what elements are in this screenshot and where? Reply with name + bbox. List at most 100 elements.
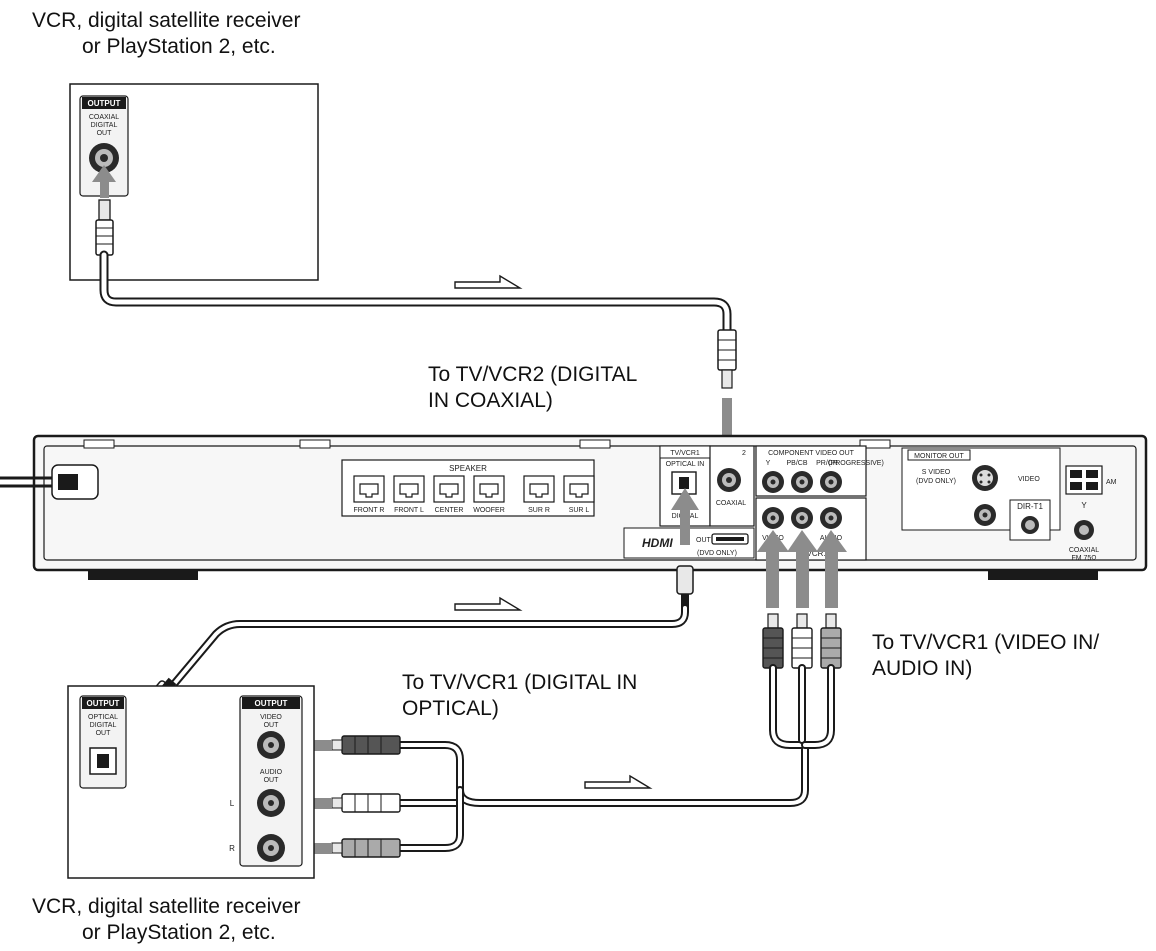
- tv-vcr2-label: 2: [742, 450, 746, 457]
- bottom-output-right-label: OUTPUT: [255, 699, 288, 708]
- coaxial-in-section: 2 COAXIAL: [709, 445, 755, 527]
- coaxial-in-jack: [717, 468, 741, 492]
- speaker-port-label: CENTER: [435, 507, 464, 514]
- av-plugs-main: [762, 613, 842, 669]
- tv-vcr1-label: TV/VCR1: [670, 450, 700, 457]
- audio-out-label-1: AUDIO: [260, 769, 283, 776]
- hdmi-logo: HDMI: [642, 536, 673, 550]
- top-jack-label-2: DIGITAL: [91, 122, 118, 129]
- coaxial-label: COAXIAL: [716, 500, 746, 507]
- av-plug-video: [762, 613, 784, 669]
- channel-l-label: L: [230, 799, 235, 808]
- coaxial-callout-line-2: IN COAXIAL): [428, 389, 553, 412]
- progressive-label: (PROGRESSIVE): [828, 460, 884, 467]
- top-device-caption-line-2: or PlayStation 2, etc.: [82, 35, 276, 58]
- component-jack-pr: [820, 471, 842, 493]
- optical-label-2: DIGITAL: [90, 722, 117, 729]
- device-plug-audio-r: [331, 838, 401, 858]
- av-plugs-device: [331, 735, 401, 858]
- top-rca-plug: [95, 199, 114, 256]
- monitor-video-label: VIDEO: [1018, 476, 1040, 483]
- video-audio-callout-line-1: To TV/VCR1 (VIDEO IN/: [872, 631, 1100, 654]
- hdmi-out-label: OUT: [696, 537, 712, 544]
- bottom-device-caption: VCR, digital satellite receiver or PlayS…: [32, 894, 300, 946]
- component-pr-label: PR/CR: [816, 460, 838, 467]
- optical-in-section: TV/VCR1 OPTICAL IN DIGITAL: [659, 445, 711, 527]
- speaker-port-label: SUR L: [569, 507, 590, 514]
- speaker-terminals: SPEAKER FRONT R FRONT L CENTER WOOFER SUR R S…: [341, 459, 595, 517]
- speaker-port-label: SUR R: [528, 507, 550, 514]
- bottom-device-caption-line-1: VCR, digital satellite receiver: [32, 895, 301, 918]
- optical-callout-line-2: OPTICAL): [402, 697, 499, 720]
- s-video-label-2: (DVD ONLY): [916, 478, 956, 485]
- top-output-label: OUTPUT: [88, 99, 121, 108]
- arrow-into-optical-in: [671, 488, 699, 545]
- optical-callout: To TV/VCR1 (DIGITAL IN OPTICAL): [402, 670, 637, 722]
- optical-label-1: OPTICAL: [88, 714, 118, 721]
- speaker-port-sur-l: SUR L: [563, 475, 595, 514]
- monitor-video-jack: [974, 504, 996, 526]
- audio-in-l-jack: [791, 507, 813, 529]
- bottom-av-plate: [239, 695, 303, 867]
- audio-in-r-jack: [820, 507, 842, 529]
- top-device-caption-line-1: VCR, digital satellite receiver: [32, 9, 301, 32]
- audio-out-r-jack: [257, 834, 285, 862]
- top-jack-label-3: OUT: [97, 130, 113, 137]
- fm-coaxial-jack: [1074, 520, 1094, 540]
- component-jack-y: [762, 471, 784, 493]
- av-arrows-up: [757, 530, 847, 608]
- speaker-port-woofer: WOOFER: [473, 475, 505, 514]
- bottom-device: OUTPUT OPTICAL DIGITAL OUT OUTPUT VIDEO …: [67, 685, 315, 879]
- audio-out-l-jack: [257, 789, 285, 817]
- speaker-port-label: FRONT L: [394, 507, 424, 514]
- speaker-port-label: WOOFER: [473, 507, 505, 514]
- speaker-label: SPEAKER: [449, 464, 487, 473]
- speaker-port-center: CENTER: [433, 475, 465, 514]
- arrow-into-coaxial-out: [92, 165, 116, 198]
- component-pb-label: PB/CB: [786, 460, 807, 467]
- component-label: COMPONENT VIDEO OUT: [768, 450, 855, 457]
- s-video-jack: [972, 465, 998, 491]
- video-in-jack: [762, 507, 784, 529]
- coaxial-callout-line-1: To TV/VCR2 (DIGITAL: [428, 363, 638, 386]
- antenna-icon: Y: [1081, 501, 1087, 510]
- video-audio-callout-line-2: AUDIO IN): [872, 657, 973, 680]
- coaxial-callout: To TV/VCR2 (DIGITAL IN COAXIAL): [428, 362, 637, 414]
- hdmi-sub-label: (DVD ONLY): [697, 550, 737, 557]
- audio-out-label-2: OUT: [264, 777, 280, 784]
- top-jack-label-1: COAXIAL: [89, 114, 119, 121]
- power-cord: [0, 464, 99, 500]
- bottom-device-caption-line-2: or PlayStation 2, etc.: [82, 921, 276, 944]
- optical-in-label: OPTICAL IN: [666, 461, 705, 468]
- component-video-out: COMPONENT VIDEO OUT Y PB/CB PR/CR (PROGR…: [755, 445, 884, 497]
- speaker-port-front-l: FRONT L: [393, 475, 425, 514]
- optical-plug-main: [676, 565, 694, 608]
- video-audio-callout: To TV/VCR1 (VIDEO IN/ AUDIO IN): [872, 630, 1099, 682]
- monitor-out-label: MONITOR OUT: [914, 453, 964, 460]
- flow-arrow-coaxial: [454, 274, 523, 289]
- device-plug-audio-l: [331, 793, 401, 813]
- optical-label-3: OUT: [96, 730, 112, 737]
- s-video-label-1: S VIDEO: [922, 469, 951, 476]
- bottom-output-left-label: OUTPUT: [87, 699, 120, 708]
- av-cable: [396, 664, 835, 852]
- monitor-out: MONITOR OUT S VIDEO (DVD ONLY) VIDEO DIR…: [901, 447, 1061, 541]
- speaker-port-sur-r: SUR R: [523, 475, 555, 514]
- antenna-section: AM Y COAXIAL FM 75Ω: [1065, 465, 1117, 562]
- video-out-label-2: OUT: [264, 722, 280, 729]
- dir-t1-label: DIR-T1: [1017, 502, 1043, 511]
- dir-t1-jack: [1021, 516, 1039, 534]
- flow-arrow-av: [584, 774, 653, 789]
- speaker-port-label: FRONT R: [354, 507, 385, 514]
- speaker-port-front-r: FRONT R: [353, 475, 385, 514]
- fm-label-1: COAXIAL: [1069, 547, 1099, 554]
- optical-callout-line-1: To TV/VCR1 (DIGITAL IN: [402, 671, 638, 694]
- tv-vcr1-bottom-label: TV/VCR1: [794, 549, 828, 558]
- coaxial-out-jack: [89, 143, 119, 173]
- av-plug-audio-l: [791, 613, 813, 669]
- av-plug-audio-r: [820, 613, 842, 669]
- component-jack-pb: [791, 471, 813, 493]
- main-unit: SPEAKER FRONT R FRONT L CENTER WOOFER SUR R S…: [0, 434, 1148, 580]
- fm-label-2: FM 75Ω: [1071, 555, 1096, 562]
